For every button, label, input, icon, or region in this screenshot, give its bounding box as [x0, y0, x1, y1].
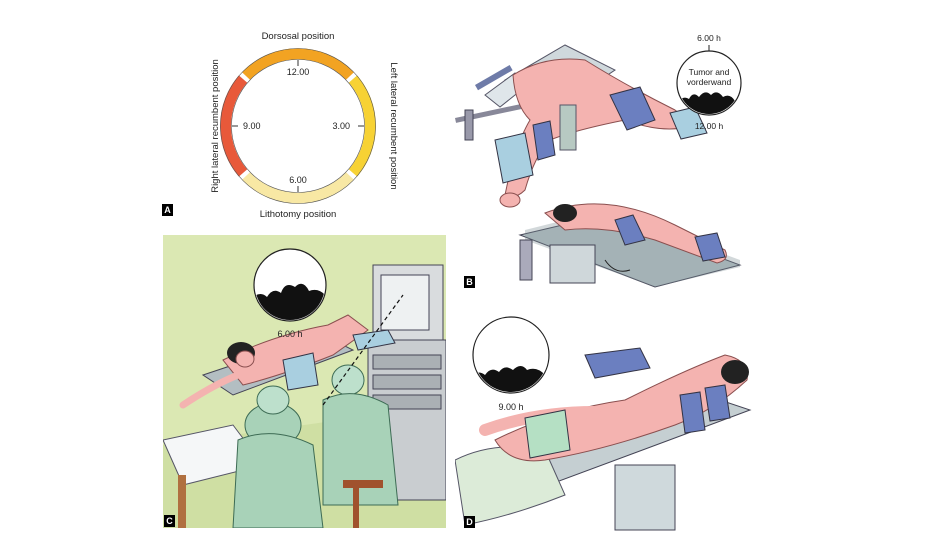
panel-b-view-text-line1: Tumor and — [689, 67, 730, 77]
hour-12-label: 12.00 — [287, 67, 310, 77]
panel-d: 9.00 h D — [454, 300, 755, 532]
arc-left-lateral — [348, 75, 376, 177]
lithotomy-position-label: Lithotomy position — [260, 209, 337, 220]
panel-c: 6.00 h C — [163, 235, 446, 528]
lithotomy-scene-illustration: 6.00 h — [163, 235, 446, 528]
hour-9-label: 9.00 — [243, 121, 261, 131]
panel-b: 6.00 h Tumor and vorderwand 12.00 h B — [455, 25, 750, 290]
panel-b-view-text-line2: vorderwand — [687, 77, 732, 87]
dorsosal-position-label: Dorsosal position — [262, 31, 335, 42]
panel-a: 12.00 3.00 6.00 9.00 Dorsosal position L… — [160, 20, 420, 225]
panel-a-label: A — [162, 204, 173, 216]
panel-d-label: D — [464, 516, 475, 528]
right-lateral-position-label: Right lateral recumbent position — [210, 59, 221, 193]
lateral-position-illustration: 9.00 h — [454, 316, 752, 531]
panel-b-label: B — [464, 276, 475, 288]
panel-b-view-top-label: 6.00 h — [697, 33, 721, 43]
arc-right-lateral — [220, 75, 248, 177]
hour-6-label: 6.00 — [289, 175, 307, 185]
hour-3-label: 3.00 — [332, 121, 350, 131]
arc-lithotomy — [242, 172, 354, 204]
prone-position-illustration: 6.00 h Tumor and vorderwand 12.00 h — [455, 33, 742, 288]
arc-dorsosal — [242, 48, 354, 80]
panel-b-view-bottom-label: 12.00 h — [695, 121, 724, 131]
position-clock-diagram: 12.00 3.00 6.00 9.00 Dorsosal position L… — [210, 31, 399, 220]
panel-c-view-bottom-label: 6.00 h — [277, 329, 302, 339]
left-lateral-position-label: Left lateral recumbent position — [388, 62, 399, 189]
panel-c-label: C — [164, 515, 175, 527]
panel-d-view-bottom-label: 9.00 h — [498, 402, 523, 412]
